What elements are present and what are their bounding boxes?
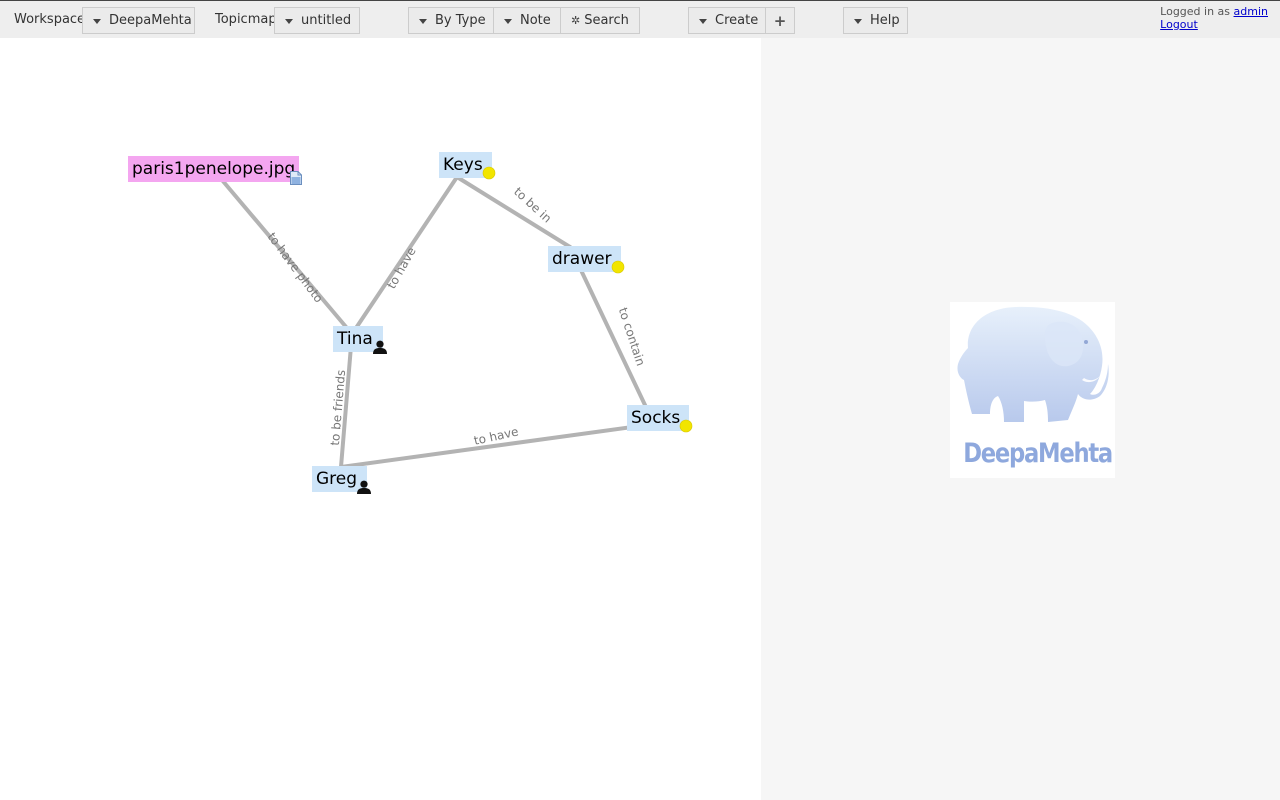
topic-label: paris1penelope.jpg xyxy=(132,159,296,179)
caret-down-icon xyxy=(285,18,293,24)
workspace-menu-value: DeepaMehta xyxy=(109,13,192,28)
note-label: Note xyxy=(520,13,551,28)
login-status: Logged in as admin Logout xyxy=(1160,5,1268,31)
yellow-circle-icon xyxy=(611,260,625,274)
caret-down-icon xyxy=(504,18,512,24)
person-icon xyxy=(357,480,371,494)
topic-label: Keys xyxy=(443,155,483,175)
by-type-label: By Type xyxy=(435,13,486,28)
topicmap-canvas[interactable]: to have photo to have to be in to contain to… xyxy=(0,38,761,800)
association-label: to have photo xyxy=(265,230,326,306)
topic-tina[interactable]: Tina xyxy=(333,326,383,352)
caret-down-icon xyxy=(93,18,101,24)
association-line[interactable] xyxy=(455,175,572,249)
search-label: Search xyxy=(584,13,629,28)
yellow-circle-icon xyxy=(482,166,496,180)
search-button[interactable]: ✲ Search xyxy=(560,7,640,34)
elephant-logo xyxy=(957,306,1109,422)
association-line[interactable] xyxy=(339,332,354,469)
detail-panel: DeepaMehta xyxy=(761,38,1280,800)
by-type-menu-button[interactable]: By Type xyxy=(408,7,494,34)
toolbar: Workspace DeepaMehta Topicmap untitled B… xyxy=(0,0,1280,38)
note-menu-button[interactable]: Note xyxy=(493,7,561,34)
association-label: to be in xyxy=(511,185,554,226)
help-menu-button[interactable]: Help xyxy=(843,7,908,34)
association-line[interactable] xyxy=(350,175,459,336)
association-label: to be friends xyxy=(328,369,348,446)
topic-label: Socks xyxy=(631,408,681,428)
association-line[interactable] xyxy=(568,245,656,426)
association-label: to contain xyxy=(616,306,648,368)
create-label: Create xyxy=(715,13,759,28)
topic-label: Greg xyxy=(316,469,358,489)
topic-label: drawer xyxy=(552,249,612,269)
gear-icon: ✲ xyxy=(571,14,581,27)
login-prefix: Logged in as xyxy=(1160,5,1231,18)
caret-down-icon xyxy=(699,18,707,24)
help-label: Help xyxy=(870,13,900,28)
topicmap-menu-value: untitled xyxy=(301,13,352,28)
yellow-circle-icon xyxy=(679,419,693,433)
topic-greg[interactable]: Greg xyxy=(312,466,367,492)
topic-label: Tina xyxy=(337,329,373,349)
caret-down-icon xyxy=(419,18,427,24)
document-icon xyxy=(290,171,302,185)
association-label: to have xyxy=(384,245,418,291)
logo-text: DeepaMehta xyxy=(963,438,1113,469)
association-line[interactable] xyxy=(220,178,354,336)
caret-down-icon xyxy=(854,18,862,24)
person-icon xyxy=(373,340,387,354)
topicmap-label: Topicmap xyxy=(215,12,277,27)
username-link[interactable]: admin xyxy=(1233,5,1268,18)
workspace-menu-button[interactable]: DeepaMehta xyxy=(82,7,195,34)
deepamehta-logo: DeepaMehta xyxy=(950,302,1115,478)
create-menu-button[interactable]: Create xyxy=(688,7,766,34)
association-layer: to have photo to have to be in to contain to… xyxy=(220,175,656,469)
workspace-label: Workspace xyxy=(14,12,86,27)
topicmap-menu-button[interactable]: untitled xyxy=(274,7,360,34)
association-line[interactable] xyxy=(339,422,656,469)
topic-drawer[interactable]: drawer xyxy=(548,246,621,272)
logout-link[interactable]: Logout xyxy=(1160,18,1198,31)
create-add-button[interactable]: + xyxy=(765,7,795,34)
topic-socks[interactable]: Socks xyxy=(627,405,689,431)
topic-paris[interactable]: paris1penelope.jpg xyxy=(128,156,299,182)
